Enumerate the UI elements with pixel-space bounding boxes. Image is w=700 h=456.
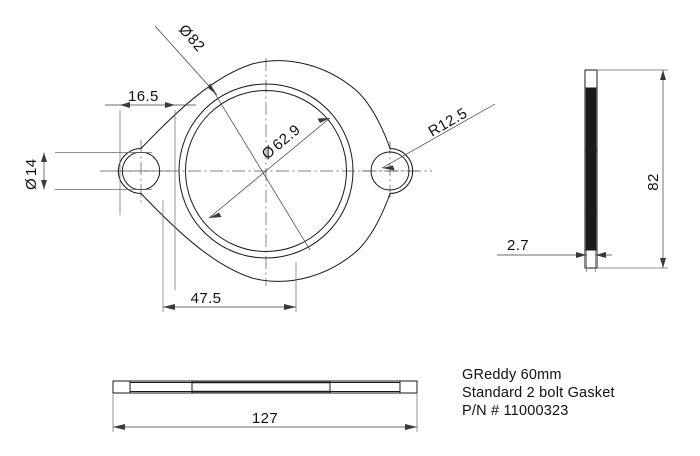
bottom-view: [112, 380, 418, 432]
dim-hole-edge-offset: [105, 102, 196, 290]
label-outer-diameter-group: Ø 82: [175, 21, 208, 55]
dim-outer-diameter-arrow: [207, 83, 217, 95]
corner-radius-value: R12.5: [426, 105, 471, 141]
dim-bolt-hole-arrow-top: [41, 152, 47, 162]
dim-bolt-hole-diameter: [41, 152, 152, 190]
dim-thickness: [497, 250, 612, 272]
bolt-hole-diameter-symbol: Ø: [23, 178, 40, 190]
bottom-view-plate: [112, 380, 418, 394]
dim-overall-length: [112, 393, 418, 432]
dim-bore-diameter: [208, 117, 331, 219]
dim-corner-radius-arrow: [382, 165, 395, 171]
dim-outer-diameter-leader: [154, 25, 218, 96]
dim-side-height-arrow-bottom: [660, 258, 666, 268]
side-view-core-band: [586, 88, 596, 250]
dim-bore-diameter-leader: [208, 117, 331, 219]
hole-edge-offset-value: 16.5: [128, 88, 159, 105]
bore-outer-circle: [178, 83, 354, 259]
dim-length-arrow-right: [405, 424, 417, 430]
side-view-plate: [584, 69, 598, 269]
front-view: [41, 25, 496, 312]
dim-offset-arrow-right: [165, 102, 175, 108]
caption-line-3: P/N # 11000323: [462, 403, 569, 419]
caption-line-1: GReddy 60mm: [462, 367, 562, 383]
bore-inner-circle: [185, 90, 347, 252]
dim-bore-diameter-arrow-left: [209, 212, 222, 218]
right-bolt-hole: [370, 151, 410, 191]
dim-offset-arrow-left: [120, 102, 130, 108]
bolt-hole-diameter-value: 14: [23, 159, 40, 177]
dim-spacing-arrow-left: [163, 304, 175, 310]
dim-corner-radius: [381, 103, 496, 171]
label-bolt-hole-diameter-group: Ø 14: [23, 159, 40, 191]
label-corner-radius-group: R12.5: [426, 105, 471, 141]
dim-corner-radius-leader: [381, 103, 496, 169]
dim-length-arrow-left: [113, 424, 125, 430]
side-height-value: 82: [645, 173, 662, 191]
bore-diameter-value: 62.9: [269, 121, 304, 154]
bottom-view-core-inner: [129, 382, 401, 392]
dim-outer-diameter: [154, 25, 311, 251]
gasket-outer-outline: [117, 60, 414, 282]
dim-bolt-hole-arrow-bottom: [41, 180, 47, 190]
caption-line-2: Standard 2 bolt Gasket: [462, 385, 615, 401]
dim-side-height-arrow-top: [660, 70, 666, 80]
dim-thickness-arrow-left: [576, 252, 587, 258]
dim-outer-diameter-through-line: [213, 91, 311, 251]
dim-thickness-arrow-right: [595, 252, 606, 258]
dim-spacing-arrow-right: [284, 304, 296, 310]
label-side-height-group: 82: [645, 173, 662, 191]
bolt-spacing-value: 47.5: [191, 290, 222, 307]
dim-side-height: [597, 69, 668, 269]
side-view: [497, 69, 668, 272]
overall-length-value: 127: [252, 410, 278, 427]
label-bore-diameter-group: Ø 62.9: [259, 121, 304, 163]
caption-block: GReddy 60mm Standard 2 bolt Gasket P/N #…: [462, 367, 615, 419]
dim-bore-diameter-arrow-right: [317, 118, 330, 123]
dim-bolt-spacing: [162, 200, 297, 312]
thickness-value: 2.7: [507, 237, 529, 254]
